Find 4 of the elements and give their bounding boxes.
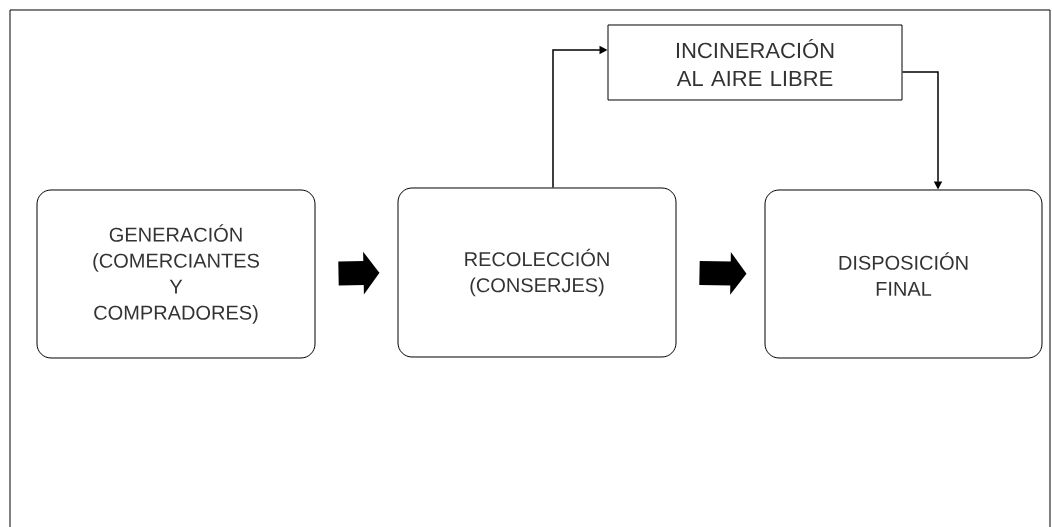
process-box: INCINERACIÓN AL AIRE LIBRE	[607, 24, 903, 101]
process-box: DISPOSICIÓN FINAL	[764, 189, 1043, 359]
process-box: RECOLECCIÓN (CONSERJES)	[397, 187, 677, 358]
process-box: GENERACIÓN (COMERCIANTES Y COMPRADORES)	[36, 189, 316, 359]
